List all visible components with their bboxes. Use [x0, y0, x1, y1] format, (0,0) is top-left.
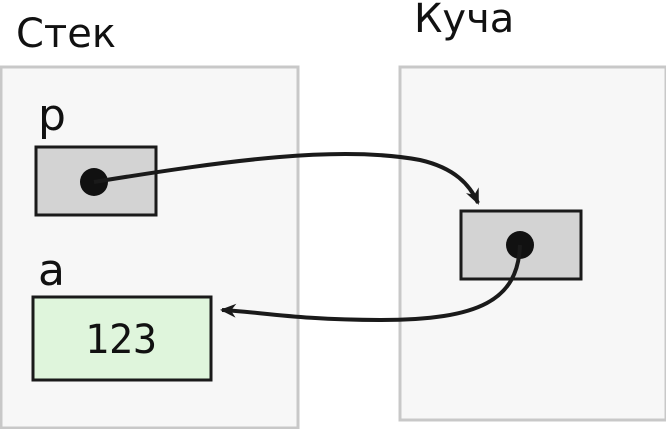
stack-title: Стек [16, 11, 116, 57]
arrow-heap-to-a [220, 244, 522, 323]
stack-region: Стек p a 123 [0, 11, 300, 429]
variable-p-label: p [38, 90, 66, 141]
variable-a-label: a [38, 245, 65, 296]
value-a: 123 [85, 317, 157, 363]
value-cell-a [31, 295, 213, 382]
arrow-p-to-heap [93, 151, 480, 205]
heap-region: Куча [398, 0, 666, 422]
heap-title: Куча [414, 0, 514, 42]
